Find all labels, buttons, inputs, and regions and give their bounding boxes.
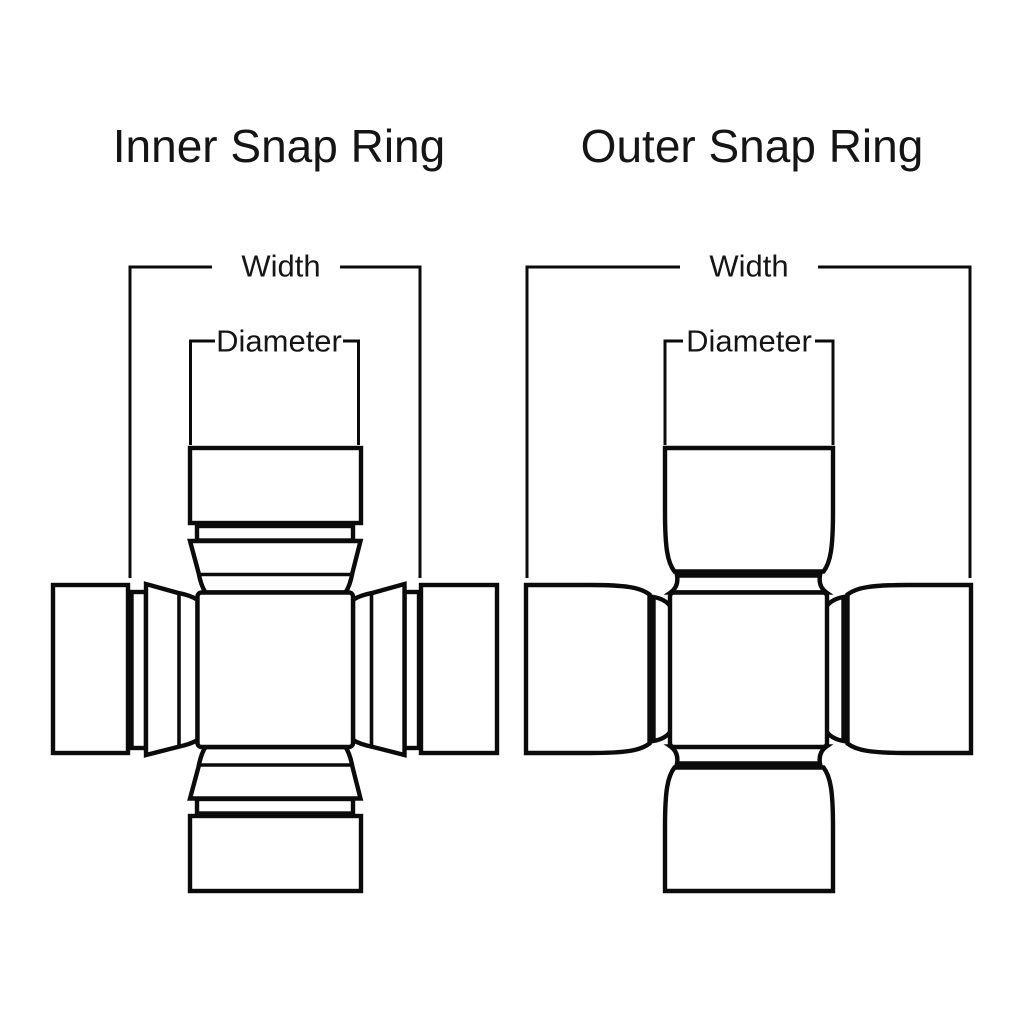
outer-bottom-bearing-cap [662, 765, 836, 894]
outer-diameter-dimension-line [663, 339, 835, 445]
outer-diameter-label: Diameter [680, 325, 818, 357]
inner-top-trunnion [187, 445, 364, 595]
outer-left-trunnion [523, 582, 673, 756]
inner-diameter-dimension-line [189, 339, 360, 445]
outer-width-dimension-line [525, 265, 972, 578]
outer-width-label: Width [703, 250, 795, 282]
inner-bottom-snap-ring-groove [194, 796, 356, 816]
inner-bottom-cap-flange [187, 744, 364, 801]
outer-top-trunnion [662, 445, 836, 595]
inner-left-cap-flange [143, 581, 200, 758]
outer-cross-body [667, 590, 830, 750]
outer-bottom-trunnion [662, 744, 836, 894]
outer-right-bearing-cap [845, 582, 974, 756]
outer-top-trunnion-base [663, 573, 834, 595]
inner-top-snap-ring-groove [194, 523, 356, 543]
inner-cross-body [195, 590, 356, 750]
outer-snap-ring-figure [523, 265, 974, 894]
inner-top-cap-flange [187, 538, 364, 595]
inner-left-bearing-cap [50, 582, 131, 756]
inner-left-trunnion [50, 581, 200, 758]
inner-bottom-trunnion [187, 744, 364, 894]
inner-snap-ring-figure [50, 265, 500, 894]
inner-top-bearing-cap [187, 445, 364, 526]
inner-right-trunnion [350, 581, 500, 758]
inner-width-dimension-line [128, 265, 422, 578]
inner-right-cap-flange [350, 581, 407, 758]
inner-right-bearing-cap [418, 582, 500, 756]
outer-right-trunnion [824, 582, 974, 756]
inner-width-label: Width [235, 250, 327, 282]
inner-bottom-bearing-cap [187, 813, 364, 894]
outer-left-bearing-cap [523, 582, 652, 756]
outer-top-bearing-cap [662, 445, 836, 574]
inner-diameter-label: Diameter [210, 325, 348, 357]
outer-diagram-title: Outer Snap Ring [574, 123, 930, 169]
inner-diagram-title: Inner Snap Ring [106, 123, 452, 169]
